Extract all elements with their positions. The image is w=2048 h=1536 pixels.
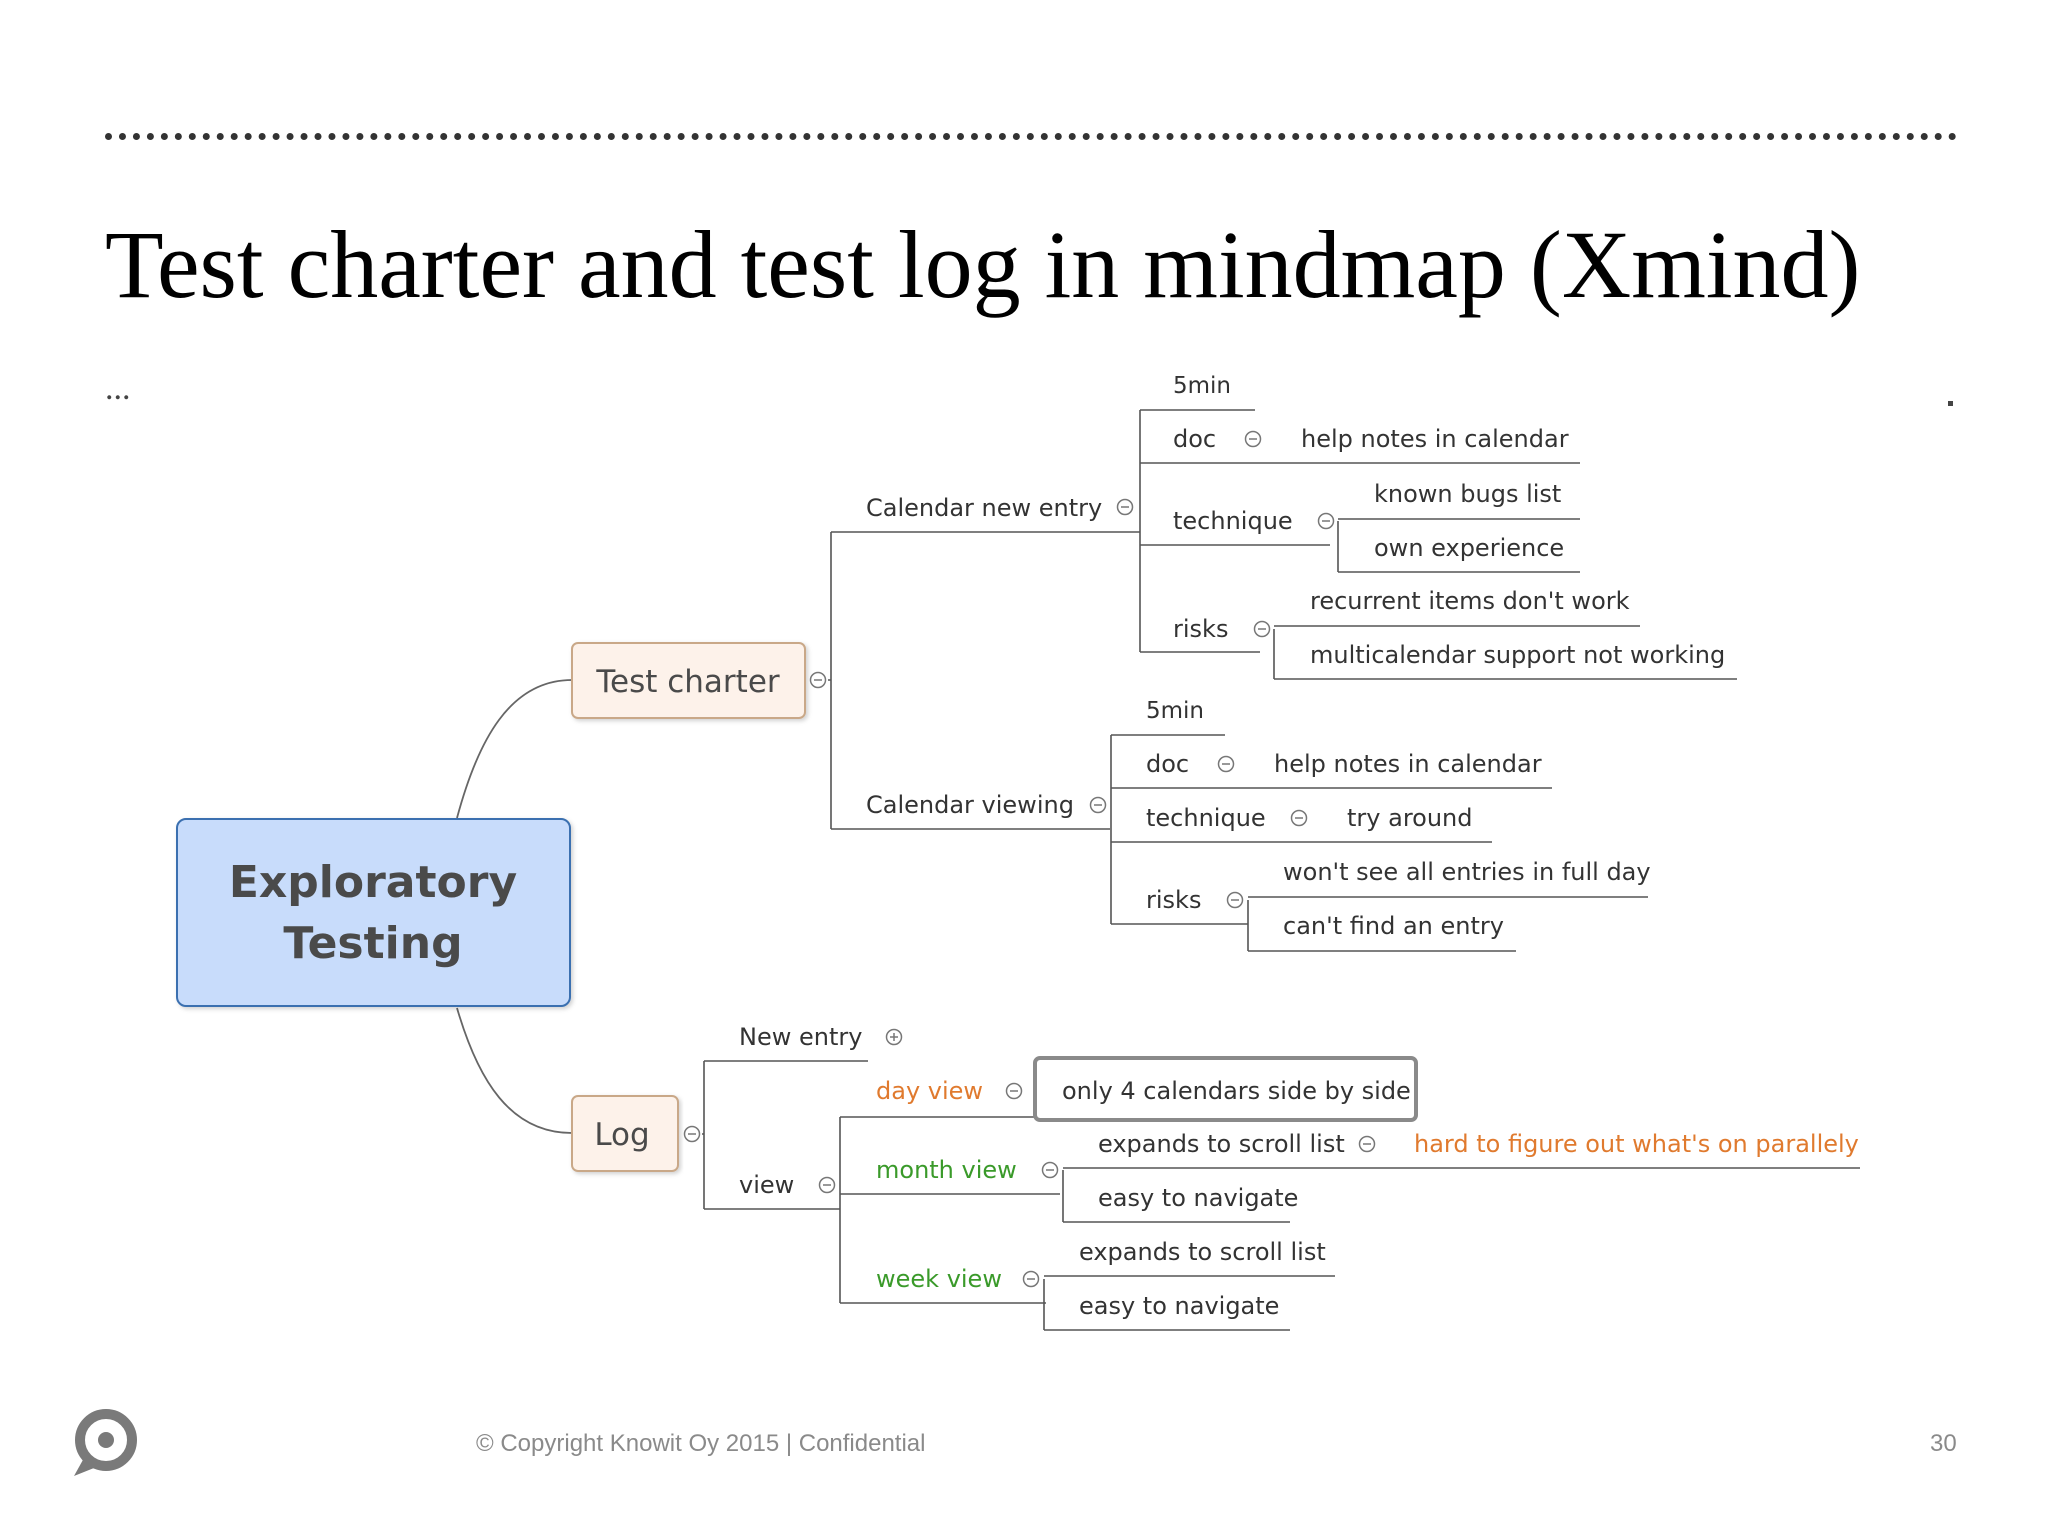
calendar-new-entry-label: Calendar new entry xyxy=(866,494,1102,522)
root-label-line-1: Exploratory xyxy=(229,857,517,908)
view-branch-lines xyxy=(839,1116,1060,1304)
risk-item-label: multicalendar support not working xyxy=(1310,641,1725,669)
time-box-label: 5min xyxy=(1146,698,1204,724)
doc-item-label: help notes in calendar xyxy=(1301,425,1569,453)
risk-item-label: won't see all entries in full day xyxy=(1283,858,1651,886)
charter-branch-lines xyxy=(828,531,1140,830)
day-view-item-box[interactable]: only 4 calendars side by side xyxy=(1033,1056,1418,1122)
risks-lines xyxy=(1273,625,1737,680)
expand-icon[interactable] xyxy=(885,1028,903,1046)
collapse-icon[interactable] xyxy=(818,1176,836,1194)
doc-item-label: help notes in calendar xyxy=(1274,750,1542,778)
collapse-icon[interactable] xyxy=(1290,809,1308,827)
root-label-line-2: Testing xyxy=(283,918,462,969)
technique-item-label: try around xyxy=(1347,804,1473,832)
month-view-lines xyxy=(1062,1167,1860,1223)
week-view-item-label: expands to scroll list xyxy=(1079,1238,1326,1266)
collapse-icon[interactable] xyxy=(1358,1135,1376,1153)
dotted-divider xyxy=(105,133,1957,140)
log-node[interactable]: Log xyxy=(571,1095,679,1172)
copyright-text: © Copyright Knowit Oy 2015 | Confidentia… xyxy=(476,1430,926,1457)
week-view-item-label: easy to navigate xyxy=(1079,1292,1279,1320)
day-view-label: day view xyxy=(876,1077,983,1105)
risk-item-label: recurrent items don't work xyxy=(1310,587,1630,615)
slide-title: Test charter and test log in mindmap (Xm… xyxy=(105,211,1861,318)
doc-label: doc xyxy=(1173,425,1216,453)
collapse-icon[interactable] xyxy=(809,671,827,689)
calendar-new-entry-lines xyxy=(1139,409,1580,653)
week-view-lines xyxy=(1043,1275,1335,1331)
technique-lines xyxy=(1337,518,1580,573)
collapse-icon[interactable] xyxy=(1089,796,1107,814)
connector-root-log xyxy=(456,1007,573,1134)
collapse-icon[interactable] xyxy=(1317,512,1335,530)
technique-label: technique xyxy=(1146,804,1266,832)
collapse-icon[interactable] xyxy=(1041,1161,1059,1179)
technique-item-label: known bugs list xyxy=(1374,480,1561,508)
connector-root-charter xyxy=(456,679,573,819)
technique-item-label: own experience xyxy=(1374,534,1564,562)
risks-label: risks xyxy=(1146,886,1201,914)
risk-item-label: can't find an entry xyxy=(1283,912,1504,940)
collapse-icon[interactable] xyxy=(1116,498,1134,516)
page-number: 30 xyxy=(1930,1430,1957,1457)
month-view-note-label: hard to figure out what's on parallely xyxy=(1414,1130,1859,1158)
mindmap-diagram: Exploratory Testing Test charter Calenda… xyxy=(176,373,1860,1331)
collapse-icon[interactable] xyxy=(1253,620,1271,638)
month-view-item-label: easy to navigate xyxy=(1098,1184,1298,1212)
collapse-icon[interactable] xyxy=(1217,755,1235,773)
log-branch-lines xyxy=(702,1060,868,1210)
month-view-item-label: expands to scroll list xyxy=(1098,1130,1345,1158)
root-node[interactable]: Exploratory Testing xyxy=(176,818,571,1007)
collapse-icon[interactable] xyxy=(1005,1082,1023,1100)
collapse-icon[interactable] xyxy=(1022,1270,1040,1288)
month-view-label: month view xyxy=(876,1156,1017,1184)
day-view-item-label: only 4 calendars side by side xyxy=(1062,1077,1411,1105)
view-label: view xyxy=(739,1171,794,1199)
calendar-viewing-lines xyxy=(1110,734,1552,925)
time-box-label: 5min xyxy=(1173,373,1231,399)
test-charter-label: Test charter xyxy=(595,664,780,700)
test-charter-node[interactable]: Test charter xyxy=(571,642,806,719)
log-label: Log xyxy=(594,1117,649,1153)
collapse-icon[interactable] xyxy=(683,1125,701,1143)
calendar-viewing-label: Calendar viewing xyxy=(866,791,1074,819)
week-view-label: week view xyxy=(876,1265,1002,1293)
doc-label: doc xyxy=(1146,750,1189,778)
collapse-icon[interactable] xyxy=(1226,891,1244,909)
ellipsis-text: ... xyxy=(105,370,131,407)
risks-label: risks xyxy=(1173,615,1228,643)
risks-lines xyxy=(1247,896,1648,952)
new-entry-label: New entry xyxy=(739,1023,862,1051)
technique-label: technique xyxy=(1173,507,1293,535)
collapse-icon[interactable] xyxy=(1244,430,1262,448)
knowit-logo-icon xyxy=(74,1409,137,1476)
bullet-dot xyxy=(1948,401,1953,406)
